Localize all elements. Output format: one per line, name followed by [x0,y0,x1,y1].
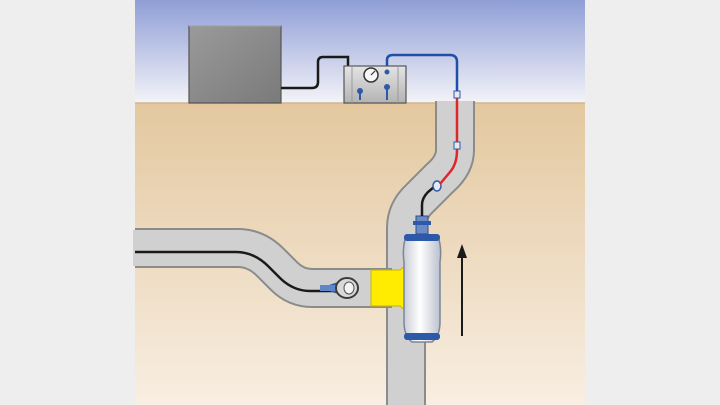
red-hose [439,96,459,185]
power-unit [188,25,282,104]
valve-right-icon [384,84,390,100]
lateral-cable [135,250,336,293]
hose-connector-lower [432,180,442,192]
control-panel [343,65,407,104]
packer-top-band [404,234,440,241]
pressure-gauge-icon [363,67,379,83]
lateral-pipe [133,228,395,308]
hose-connector-middle [453,141,461,150]
power-cable [281,55,350,90]
valve-left-icon [357,88,363,100]
up-arrow-icon [457,244,467,336]
hose-connector-upper [453,90,461,99]
blue-hose [385,53,459,91]
camera-icon [320,277,359,299]
indicator-light [384,69,390,75]
packer-bottom-band [404,333,440,340]
main-pipe [386,101,475,405]
packer-cable [420,186,435,216]
packer [402,215,442,343]
